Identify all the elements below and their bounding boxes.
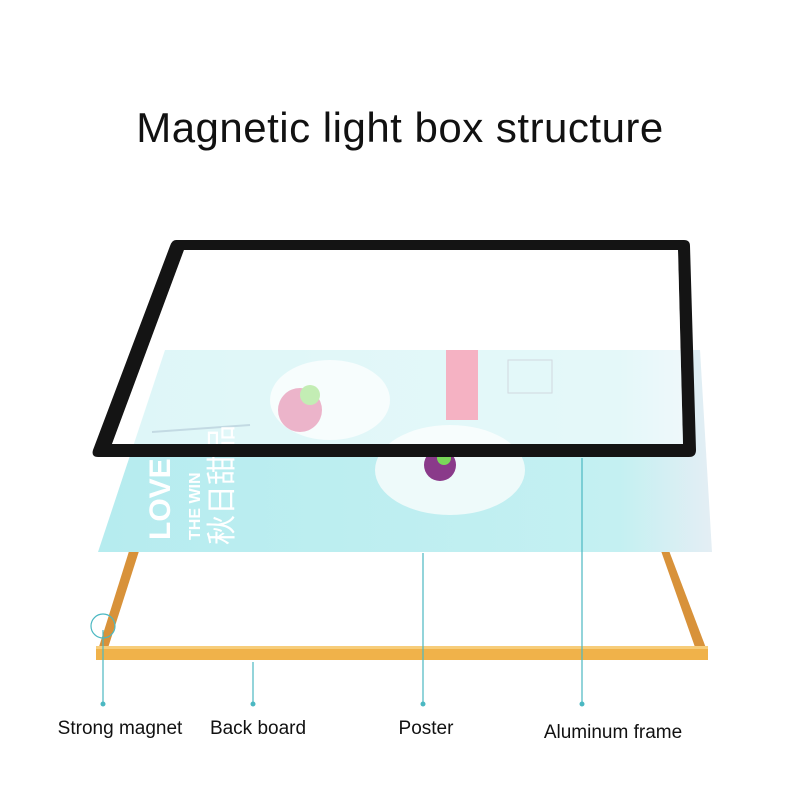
label-poster: Poster xyxy=(398,718,454,739)
callout-lines xyxy=(90,458,583,703)
callout-dot xyxy=(100,701,106,707)
callout-dot xyxy=(250,701,256,707)
aluminum-frame xyxy=(92,240,697,457)
diagram-title: Magnetic light box structure xyxy=(136,104,664,151)
label-back-board: Back board xyxy=(209,718,307,739)
label-strong-magnet: Strong magnet xyxy=(57,718,183,739)
callout-dot xyxy=(420,701,426,707)
poster-lettering-love: LOVE xyxy=(144,458,177,540)
callout-dot xyxy=(579,701,585,707)
label-aluminum-frame: Aluminum frame xyxy=(543,722,683,743)
poster-lettering-subtitle: THE WIN xyxy=(187,472,204,540)
back-board-frame xyxy=(96,548,708,660)
